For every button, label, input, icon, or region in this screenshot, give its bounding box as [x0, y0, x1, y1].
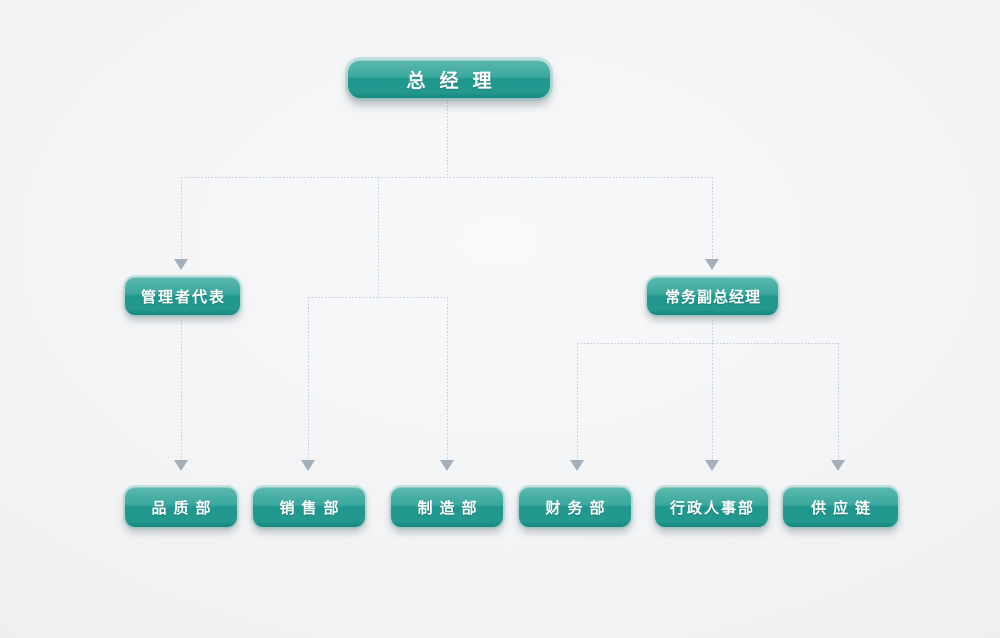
connector-trunk-vertical: [447, 99, 448, 177]
connector-drop-sales: [308, 297, 309, 460]
connector-drop-manufacturing: [447, 297, 448, 460]
connector-drop-finance: [577, 343, 578, 460]
org-node-manufacturing-dept: 制造部: [391, 487, 503, 527]
arrow-down-icon: [440, 460, 454, 471]
arrow-down-icon: [174, 460, 188, 471]
connector-trunk-horizontal: [181, 177, 712, 178]
org-node-management-representative: 管理者代表: [125, 277, 240, 315]
arrow-down-icon: [831, 460, 845, 471]
connector-drop-admin-hr: [712, 343, 713, 460]
org-node-admin-hr-dept: 行政人事部: [655, 487, 768, 527]
org-node-quality-dept: 品质部: [125, 487, 237, 527]
connector-drop-quality: [181, 320, 182, 460]
org-node-sales-dept: 销售部: [253, 487, 365, 527]
connector-mid-branch-vertical: [378, 177, 379, 297]
arrow-down-icon: [301, 460, 315, 471]
arrow-down-icon: [570, 460, 584, 471]
org-node-general-manager: 总经理: [348, 60, 550, 98]
org-node-executive-deputy-general-manager: 常务副总经理: [647, 277, 778, 315]
connector-deputy-stub: [712, 320, 713, 343]
arrow-down-icon: [174, 259, 188, 270]
arrow-down-icon: [705, 460, 719, 471]
org-node-supply-chain: 供应链: [783, 487, 898, 527]
connector-right-branch-horizontal: [577, 343, 838, 344]
arrow-down-icon: [705, 259, 719, 270]
org-node-finance-dept: 财务部: [519, 487, 631, 527]
connector-drop-supply-chain: [838, 343, 839, 460]
connector-drop-mgmt-rep: [181, 177, 182, 259]
connector-drop-deputy-gm: [712, 177, 713, 259]
connector-mid-branch-horizontal: [308, 297, 447, 298]
